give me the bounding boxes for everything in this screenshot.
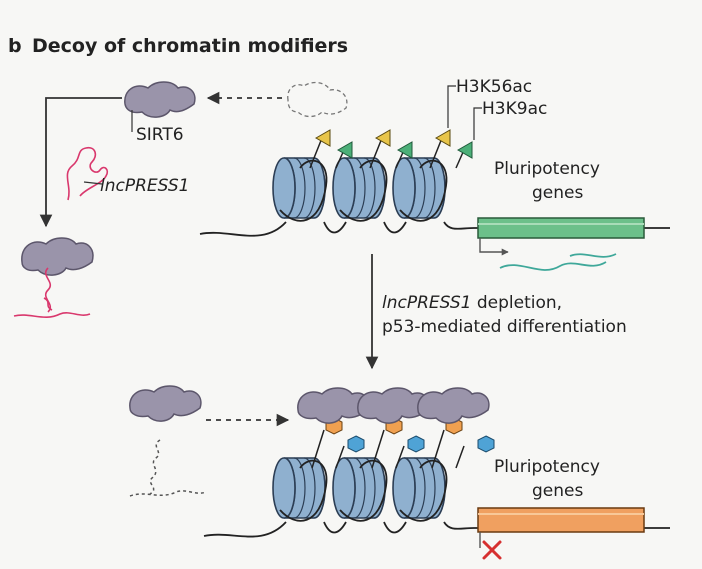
lncpress1-rna-top bbox=[66, 146, 109, 201]
ghost-sirt6-top bbox=[287, 81, 348, 118]
acetyl-mark-green-3 bbox=[456, 141, 473, 159]
tss-arrow-top bbox=[479, 238, 509, 256]
genes-bottom-line2: genes bbox=[532, 481, 583, 501]
sirt6-protein-top bbox=[124, 81, 196, 118]
h3k56ac-label: H3K56ac bbox=[456, 77, 532, 97]
lncpress1-leader-line bbox=[83, 181, 103, 185]
deacetylated-mark-blue-1 bbox=[347, 435, 365, 453]
nucleosome-bottom-2 bbox=[332, 457, 388, 522]
sirt6-protein-bound bbox=[21, 237, 94, 276]
lncpress1-rna-bound bbox=[13, 267, 91, 318]
sirt6-label: SIRT6 bbox=[136, 125, 184, 145]
h3k9ac-leader bbox=[473, 107, 482, 140]
genes-top-line1: Pluripotency bbox=[494, 159, 600, 179]
panel-letter: b bbox=[8, 35, 22, 57]
acetyl-mark-yellow-3 bbox=[434, 129, 451, 147]
deacetylated-mark-blue-3 bbox=[477, 435, 495, 453]
transition-label-line2: p53-mediated differentiation bbox=[382, 317, 627, 337]
acetyl-mark-green-1 bbox=[336, 141, 353, 159]
acetyl-mark-green-2 bbox=[396, 141, 413, 159]
gene-box-active bbox=[477, 217, 645, 239]
transcription-block-x bbox=[482, 540, 502, 560]
transcript-wave-2 bbox=[569, 253, 617, 258]
nucleosome-top-1 bbox=[272, 157, 328, 222]
lncpress1-rna-dispersed bbox=[129, 439, 207, 497]
nucleosome-top-2 bbox=[332, 157, 388, 222]
sirt6-on-chromatin-3 bbox=[417, 387, 490, 424]
lncpress1-label: lncPRESS1 bbox=[100, 176, 189, 196]
transition-label-line1: lncPRESS1 depletion, bbox=[382, 293, 562, 313]
panel-title: Decoy of chromatin modifiers bbox=[32, 35, 348, 57]
nucleosome-bottom-1 bbox=[272, 457, 328, 522]
nucleosome-bottom-3 bbox=[392, 457, 448, 522]
gene-box-repressed bbox=[477, 507, 645, 533]
sirt6-protein-free bbox=[129, 385, 202, 422]
acetyl-mark-yellow-1 bbox=[314, 129, 331, 147]
sequestration-arrow bbox=[39, 97, 122, 228]
dna-strand-top bbox=[199, 221, 670, 237]
nucleosome-top-3 bbox=[392, 157, 448, 222]
h3k9ac-label: H3K9ac bbox=[482, 99, 547, 119]
transcript-wave-1 bbox=[499, 261, 607, 271]
genes-top-line2: genes bbox=[532, 183, 583, 203]
dna-strand-bottom bbox=[203, 521, 670, 538]
genes-bottom-line1: Pluripotency bbox=[494, 457, 600, 477]
deacetylated-mark-blue-2 bbox=[407, 435, 425, 453]
acetyl-mark-yellow-2 bbox=[374, 129, 391, 147]
h3k56ac-leader bbox=[447, 85, 456, 128]
